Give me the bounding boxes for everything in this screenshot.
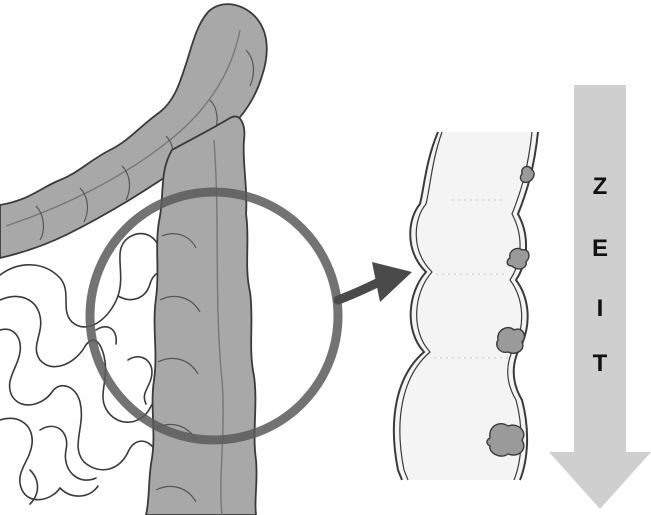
polyp-stage-2: [507, 248, 529, 269]
pointer-arrow: [338, 262, 412, 302]
time-label-letter-z: Z: [580, 175, 620, 199]
polyp-stage-4: [487, 424, 524, 456]
time-label-letter-i: I: [580, 297, 620, 321]
polyp-stage-1: [520, 167, 534, 183]
time-label-letter-e: E: [580, 237, 620, 261]
polyp-stage-3: [497, 328, 525, 354]
small-intestine-illustration: [0, 234, 174, 512]
time-label-letter-t: T: [580, 352, 620, 376]
